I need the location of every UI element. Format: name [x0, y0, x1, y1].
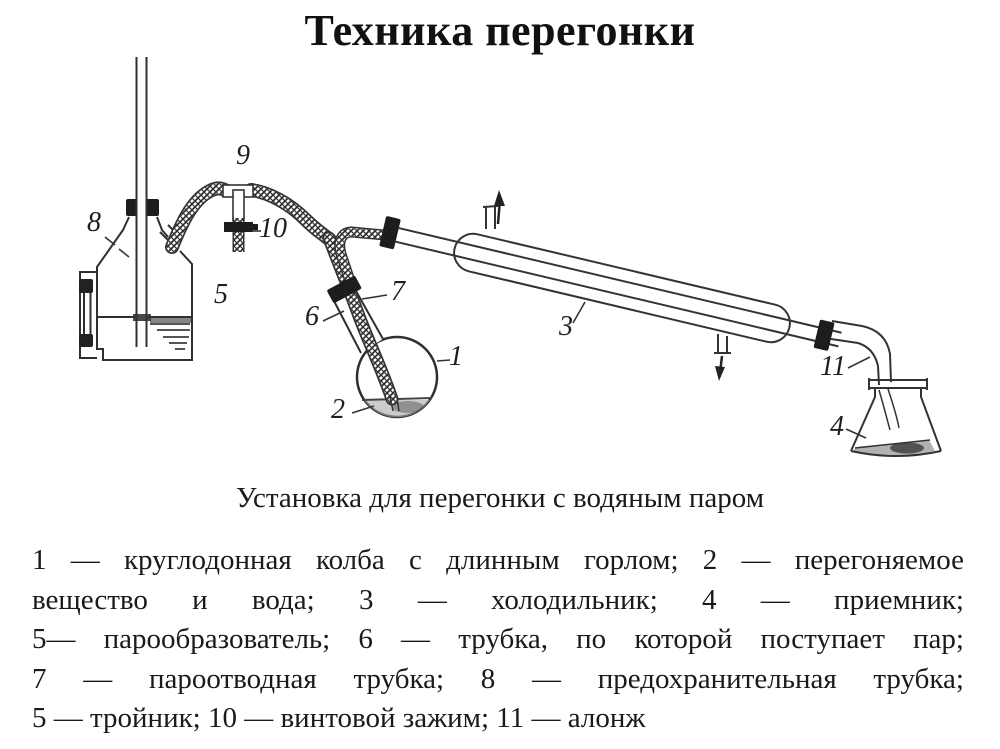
label-steam-generator: 5	[214, 279, 228, 310]
label-safety-tube: 8	[87, 207, 101, 238]
vapor-outlet-tube	[340, 232, 384, 287]
page-title: Техника перегонки	[304, 6, 696, 55]
legend: 1 — круглодонная колба с длинным горлом;…	[32, 541, 964, 739]
condenser	[379, 190, 842, 381]
distillation-flask	[327, 232, 439, 419]
safety-tube	[133, 57, 151, 347]
legend-line-5: 5 — тройник; 10 — винтовой зажим; 11 — а…	[32, 702, 646, 734]
label-substance: 2	[331, 394, 345, 425]
leader-lines	[104, 230, 871, 439]
label-tee: 9	[236, 140, 250, 171]
label-flask: 1	[449, 341, 463, 372]
legend-line-2: вещество и вода; 3 — холодильник; 4 — пр…	[32, 583, 964, 616]
legend-line-1: 1 — круглодонная колба с длинным горлом;…	[32, 544, 964, 576]
diagram-caption: Установка для перегонки с водяным паром	[235, 482, 765, 514]
tee-junction	[222, 184, 254, 252]
allonge	[830, 320, 900, 431]
label-condenser: 3	[558, 311, 573, 342]
water-flow-arrow-up	[494, 190, 505, 225]
water-gauge	[79, 271, 97, 359]
label-allonge: 11	[820, 351, 846, 382]
legend-line-4: 7 — пароотводная трубка; 8 — предохранит…	[32, 662, 964, 695]
label-screw-clamp: 10	[259, 213, 287, 244]
steam-generator	[79, 57, 193, 361]
label-receiver: 4	[830, 411, 844, 442]
receiver-flask	[850, 378, 942, 457]
label-steam-inlet-tube: 6	[305, 301, 319, 332]
label-vapor-outlet-tube: 7	[391, 276, 406, 307]
water-flow-arrow-down	[715, 355, 725, 381]
screw-clamp	[224, 222, 258, 232]
legend-line-3: 5— парообразователь; 6 — трубка, по кото…	[32, 623, 964, 655]
apparatus-diagram: 1 2 3 4 5 6 7 8 9 10 11	[79, 57, 942, 457]
